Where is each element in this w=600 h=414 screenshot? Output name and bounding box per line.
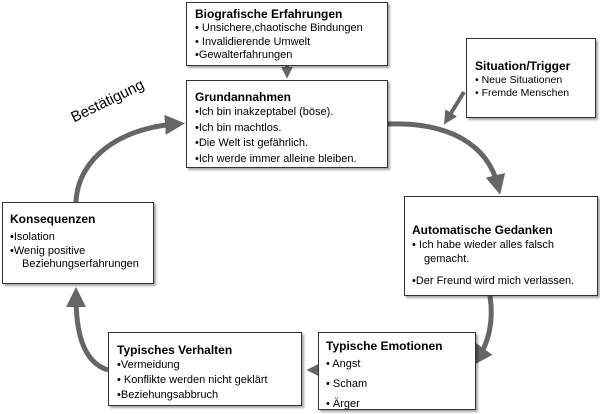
- list-item: • Neue Situationen: [475, 74, 563, 86]
- list-item: •Gewalterfahrungen: [195, 49, 293, 61]
- list-item: gemacht.: [424, 253, 470, 265]
- box-title: Typische Emotionen: [326, 339, 443, 353]
- list-item: • Fremde Menschen: [475, 87, 570, 99]
- box-typische-emotionen: Typische Emotionen • Angst • Scham • Ärg…: [318, 332, 476, 410]
- arrow-situation-to-grund: [444, 90, 466, 125]
- box-situation-trigger: Situation/Trigger • Neue Situationen • F…: [466, 38, 596, 118]
- box-konsequenzen: Konsequenzen •Isolation •Wenig positive …: [2, 202, 154, 284]
- list-item: •Isolation: [10, 231, 55, 243]
- list-item: • Konflikte werden nicht geklärt: [117, 374, 268, 386]
- box-title: Grundannahmen: [195, 90, 292, 104]
- box-typisches-verhalten: Typisches Verhalten •Vermeidung • Konfli…: [108, 332, 302, 406]
- box-title: Biografische Erfahrungen: [195, 7, 343, 21]
- list-item: •Ich bin machtlos.: [195, 121, 282, 134]
- box-title: Automatische Gedanken: [412, 223, 553, 237]
- box-grundannahmen: Grundannahmen •Ich bin inakzeptabel (bös…: [186, 80, 388, 168]
- list-item: • Scham: [326, 378, 368, 390]
- list-item: •Der Freund wird mich verlassen.: [412, 275, 575, 287]
- list-item: •Beziehungsabbruch: [117, 389, 219, 401]
- list-item: •Die Welt ist gefährlich.: [195, 137, 309, 149]
- box-title: Typisches Verhalten: [117, 343, 233, 357]
- list-item: • Angst: [326, 358, 361, 370]
- list-item: • Unsichere,chaotische Bindungen: [195, 22, 363, 34]
- list-item: • Ich habe wieder alles falsch: [412, 239, 555, 251]
- box-title: Situation/Trigger: [475, 59, 571, 73]
- list-item: •Ich bin inakzeptabel (böse).: [195, 106, 334, 118]
- list-item: •Vermeidung: [117, 359, 180, 371]
- list-item: • Invalidierende Umwelt: [195, 35, 311, 48]
- arrow-auto-to-emo: [472, 295, 494, 366]
- arrow-verh-to-kons: [66, 287, 109, 373]
- box-biografische-erfahrungen: Biografische Erfahrungen • Unsichere,cha…: [186, 2, 388, 66]
- list-item: •Ich werde immer alleine bleiben.: [195, 152, 357, 165]
- box-title: Konsequenzen: [10, 212, 96, 226]
- list-item: •Wenig positive: [10, 244, 86, 257]
- arrow-kons-to-grund: [73, 114, 185, 203]
- list-item: • Ärger: [326, 398, 360, 410]
- list-item: Beziehungserfahrungen: [22, 258, 139, 270]
- box-automatische-gedanken: Automatische Gedanken • Ich habe wieder …: [404, 196, 598, 296]
- arrow-grund-to-auto: [387, 121, 506, 195]
